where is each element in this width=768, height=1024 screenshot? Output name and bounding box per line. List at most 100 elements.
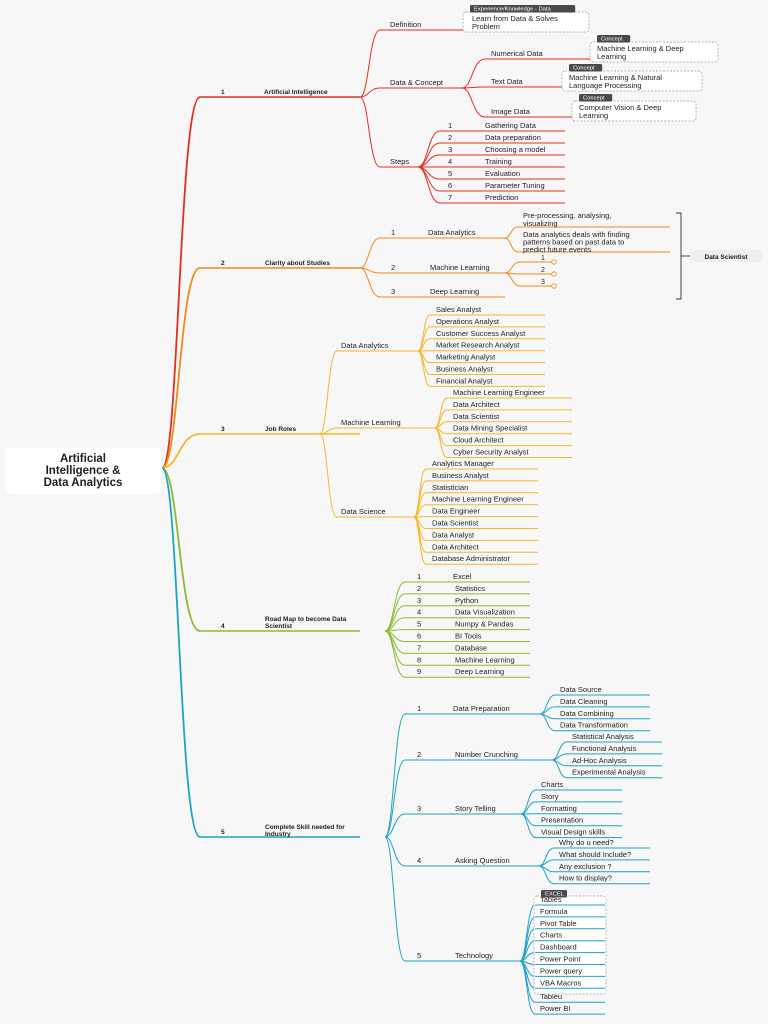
leaf-line [417, 350, 431, 387]
collapse-toggle-icon[interactable] [551, 283, 557, 289]
sub-branch-label: Number Crunching [455, 750, 518, 759]
collapse-toggle-icon[interactable] [551, 259, 557, 265]
root-node-box[interactable] [6, 448, 161, 494]
roadmap-number: 8 [417, 655, 421, 664]
sub-branch-line [359, 267, 381, 298]
step-line [417, 166, 441, 204]
sub-branch-number: 3 [417, 804, 421, 813]
skill-label: Ad-Hoc Analysis [572, 756, 627, 765]
sub-branch-line [319, 433, 338, 518]
tag-background [569, 64, 603, 72]
leaf-line [551, 759, 568, 779]
connector-line [504, 226, 519, 239]
skill-label: Story [541, 792, 559, 801]
study-note: Pre-processing, analysing,visualizing [523, 211, 611, 228]
roadmap-label: Database [455, 643, 487, 652]
sub-branch-line [461, 87, 486, 118]
tag-label: EXCEL [545, 892, 565, 898]
sub-branch-label: Steps [390, 157, 409, 166]
skill-label: Presentation [541, 816, 583, 825]
tag-label: Concept [583, 96, 605, 102]
step-number: 3 [448, 145, 452, 154]
skill-label: Experimental Analysis [572, 768, 646, 777]
sub-branch-label: Deep Learning [430, 287, 479, 296]
roadmap-label: Machine Learning [455, 655, 515, 664]
job-role-label: Data Architect [453, 400, 501, 409]
roadmap-label: Python [455, 596, 478, 605]
step-line [417, 130, 441, 168]
sub-branch-line [461, 86, 486, 89]
roadmap-label: Deep Learning [455, 667, 504, 676]
excel-item-label: VBA Macros [540, 978, 582, 987]
job-role-label: Analytics Manager [432, 459, 494, 468]
roadmap-number: 9 [417, 667, 421, 676]
excel-item-label: Power Point [540, 955, 581, 964]
job-role-label: Operations Analyst [436, 317, 500, 326]
sub-branch-line [359, 87, 381, 98]
sub-branch-number: 1 [417, 704, 421, 713]
roadmap-number: 1 [417, 572, 421, 581]
job-role-label: Business Analyst [432, 471, 490, 480]
job-role-label: Financial Analyst [436, 376, 493, 385]
step-label: Data preparation [485, 133, 541, 142]
roadmap-label: BI Tools [455, 632, 482, 641]
summary-bracket [676, 212, 682, 300]
excel-group-box [533, 895, 607, 995]
sub-branch-label: Definition [390, 20, 421, 29]
main-branch-line [161, 433, 201, 469]
roadmap-label: Numpy & Pandas [455, 620, 514, 629]
sub-branch-label: Machine Learning [430, 263, 490, 272]
sub-branch-number: 4 [417, 856, 421, 865]
leaf-line [551, 741, 568, 761]
summary-node-box[interactable] [690, 250, 762, 262]
excel-item-label: Dashboard [540, 943, 577, 952]
skill-label: Any exclusion ? [559, 862, 612, 871]
step-number: 6 [448, 181, 452, 190]
connector-line [504, 261, 521, 274]
ml-item-number: 2 [541, 267, 545, 274]
branch-title: Job Roles [265, 426, 296, 433]
leaf-line [538, 847, 555, 867]
step-number: 5 [448, 169, 452, 178]
leaf-line [519, 916, 536, 962]
roadmap-line [384, 630, 406, 678]
summary-node-label: Data Scientist [705, 254, 749, 261]
root-node-title-line: Artificial [60, 453, 106, 465]
excel-tag: EXCEL [541, 890, 567, 898]
job-role-label: Data Scientist [453, 412, 500, 421]
branch-number: 3 [221, 426, 225, 433]
roadmap-number: 3 [417, 596, 421, 605]
sub-branch-label: Machine Learning [341, 418, 401, 427]
roadmap-number: 2 [417, 584, 421, 593]
data-type-label: Text Data [491, 77, 524, 86]
skill-label: Data Transformation [560, 721, 628, 730]
data-type-label: Image Data [491, 107, 531, 116]
leaf-line [413, 516, 427, 565]
job-role-label: Market Research Analyst [436, 341, 520, 350]
leaf-line [434, 397, 448, 429]
branch-title: Artificial Intelligence [264, 89, 328, 96]
step-number: 7 [448, 193, 452, 202]
roadmap-number: 5 [417, 620, 421, 629]
sub-branch-line [319, 427, 338, 435]
job-role-label: Data Engineer [432, 507, 480, 516]
skill-label: Charts [541, 780, 563, 789]
sub-branch-line [319, 350, 338, 435]
sub-branch-line [384, 813, 406, 838]
collapse-toggle-icon[interactable] [551, 271, 557, 277]
job-role-label: Machine Learning Engineer [453, 388, 545, 397]
roadmap-line [384, 593, 406, 632]
sub-branch-number: 5 [417, 951, 421, 960]
concept-box [589, 41, 719, 63]
step-number: 4 [448, 157, 452, 166]
roadmap-number: 7 [417, 643, 421, 652]
job-role-label: Sales Analyst [436, 305, 482, 314]
excel-item-label: Pivot Table [540, 919, 577, 928]
sub-branch-label: Data Analytics [341, 341, 389, 350]
main-branch-line [161, 467, 201, 838]
leaf-line [519, 960, 536, 1015]
